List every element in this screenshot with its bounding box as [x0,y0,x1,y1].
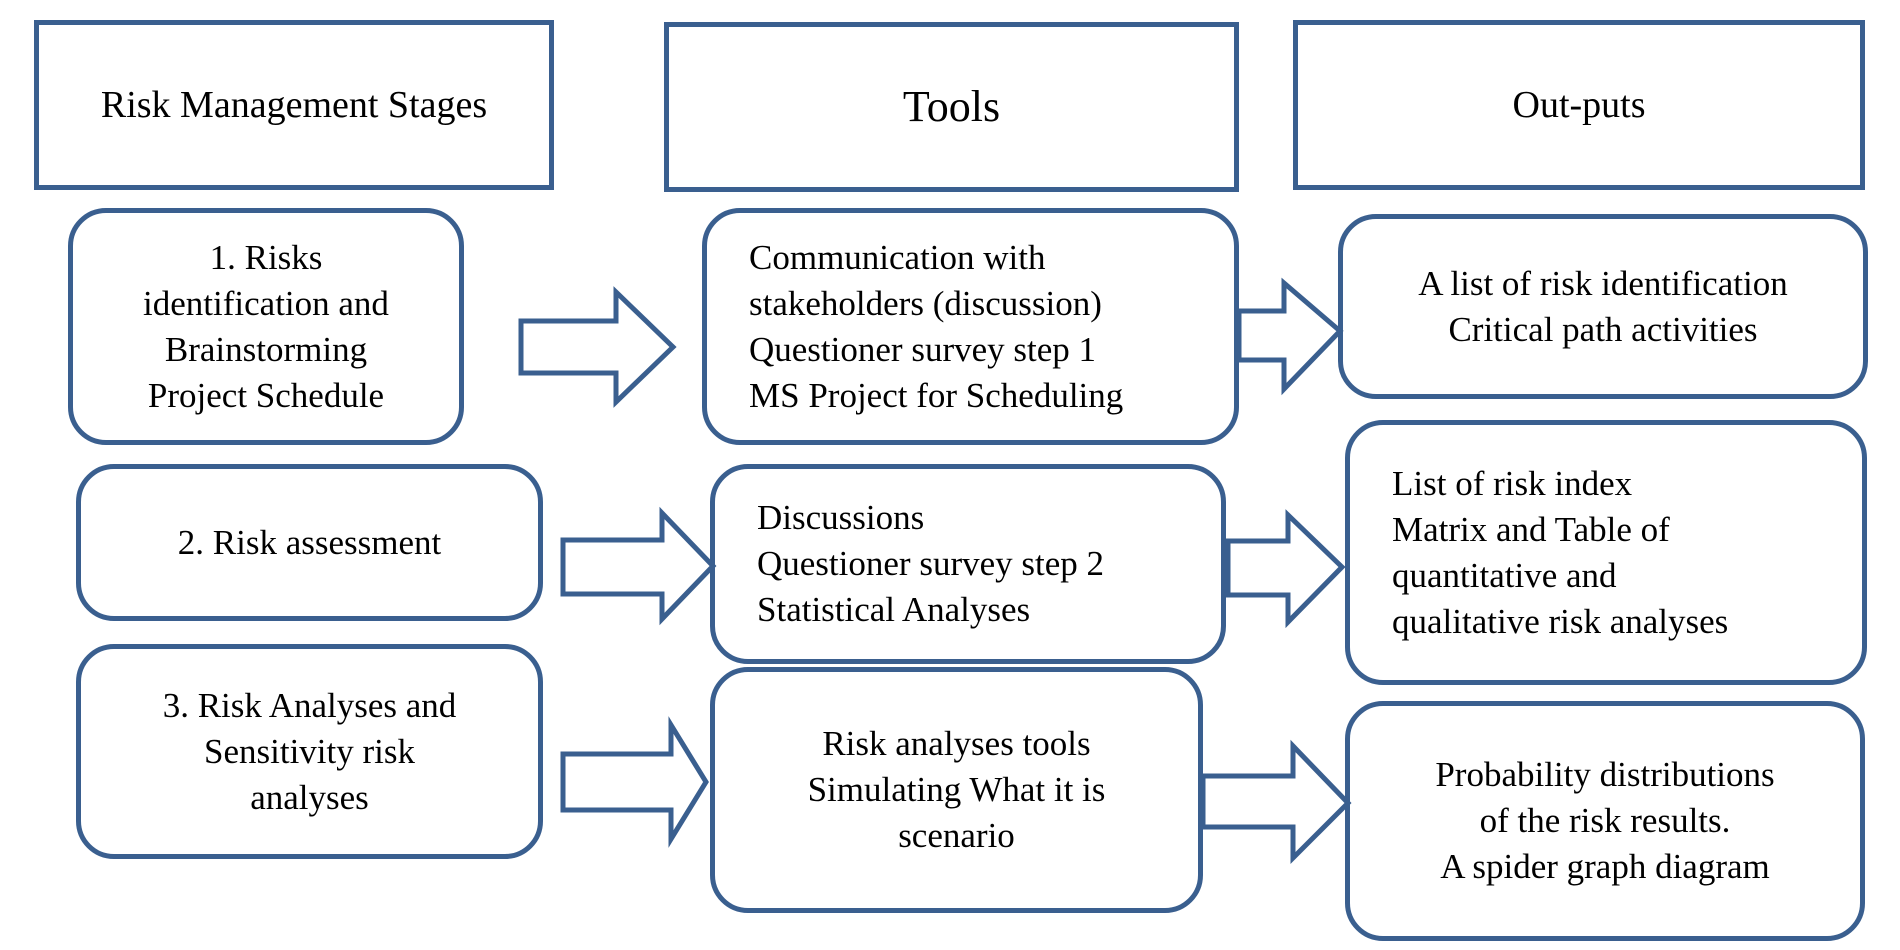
tools-3-line-1: Risk analyses tools [822,724,1091,763]
tools-2-line-3: Statistical Analyses [757,590,1031,629]
header-tools: Tools [664,22,1239,192]
outputs-box-2: List of risk index Matrix and Table of q… [1345,420,1867,685]
outputs-1-line-1: A list of risk identification [1418,263,1788,303]
tools-1-line-3: Questioner survey step 1 [749,329,1097,369]
arrow-stage1-to-tools1 [518,286,677,408]
stage-2-line-1: 2. Risk assessment [177,522,442,562]
tools-1-line-1: Communication with [749,237,1046,277]
tools-box-1: Communication with stakeholders (discuss… [702,208,1239,445]
tools-box-3: Risk analyses tools Simulating What it i… [710,667,1203,913]
header-outputs: Out-puts [1293,20,1865,190]
stage-box-2: 2. Risk assessment [76,464,543,621]
stage-1-line-1: 1. Risks [209,237,323,277]
outputs-3-line-1: Probability distributions [1435,755,1775,794]
tools-2-line-1: Discussions [757,498,925,537]
header-risk-management-stages: Risk Management Stages [34,20,554,190]
stage-3-line-2: Sensitivity risk [204,731,415,771]
outputs-1-line-2: Critical path activities [1448,309,1758,349]
tools-1-line-4: MS Project for Scheduling [749,375,1124,415]
arrow-stage3-to-tools3 [560,716,709,848]
outputs-2-line-1: List of risk index [1392,463,1633,503]
outputs-2-line-4: qualitative risk analyses [1392,601,1729,641]
arrow-tools1-to-outputs1 [1236,277,1344,396]
arrow-tools3-to-outputs3 [1200,739,1352,865]
header-tools-label: Tools [902,82,1001,131]
outputs-2-line-3: quantitative and [1392,555,1617,595]
stage-3-line-3: analyses [250,777,369,817]
arrow-stage2-to-tools2 [560,506,717,626]
tools-2-line-2: Questioner survey step 2 [757,544,1105,583]
outputs-2-line-2: Matrix and Table of [1392,509,1670,549]
stage-1-line-4: Project Schedule [147,375,385,415]
outputs-box-1: A list of risk identification Critical p… [1338,214,1868,399]
stage-box-3: 3. Risk Analyses and Sensitivity risk an… [76,644,543,859]
outputs-3-line-2: of the risk results. [1479,801,1731,840]
outputs-3-line-3: A spider graph diagram [1440,847,1770,886]
stage-3-line-1: 3. Risk Analyses and [162,685,457,725]
tools-3-line-2: Simulating What it is [807,770,1106,809]
tools-box-2: Discussions Questioner survey step 2 Sta… [710,464,1226,664]
stage-1-line-2: identification and [143,283,389,323]
tools-1-line-2: stakeholders (discussion) [749,283,1102,323]
tools-3-line-3: scenario [898,816,1015,855]
arrow-tools2-to-outputs2 [1225,509,1346,629]
outputs-box-3: Probability distributions of the risk re… [1345,701,1865,941]
header-stages-label: Risk Management Stages [100,84,488,126]
stage-1-line-3: Brainstorming [164,329,368,369]
header-outputs-label: Out-puts [1512,84,1646,126]
stage-box-1: 1. Risks identification and Brainstormin… [68,208,464,445]
